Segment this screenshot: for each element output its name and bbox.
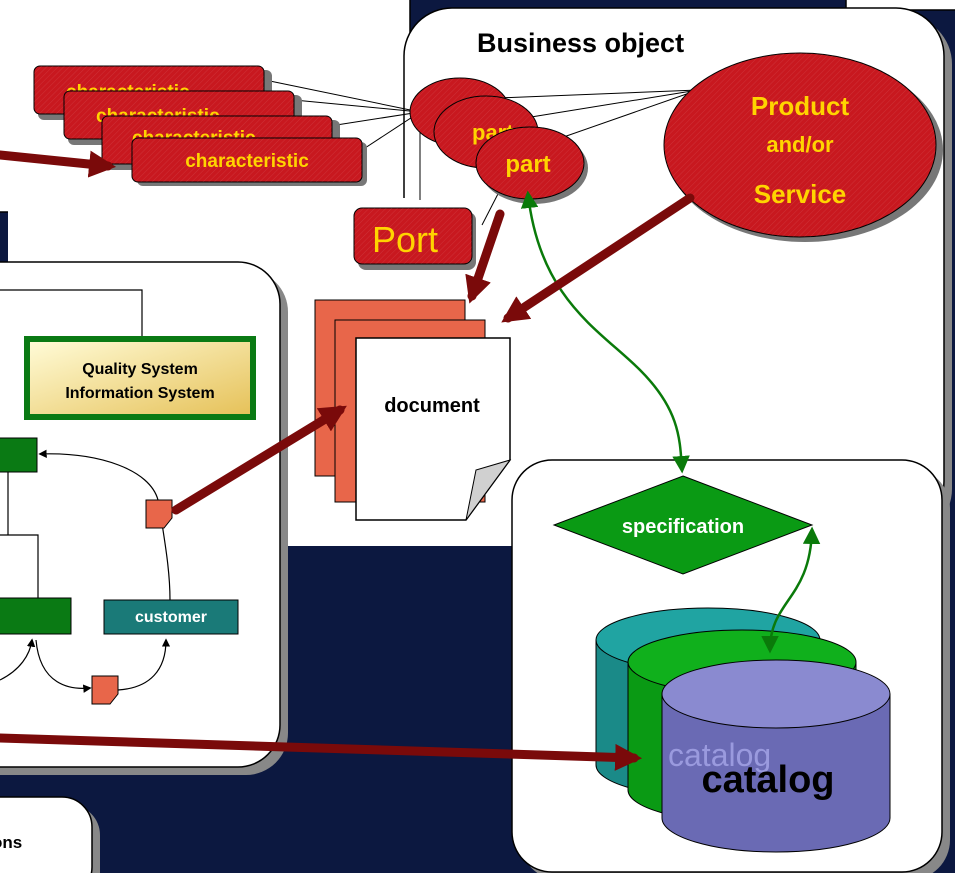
- part-ellipse: part: [475, 126, 588, 204]
- characteristic-box: characteristic: [131, 137, 367, 186]
- business-object-title: Business object: [477, 28, 684, 58]
- quality-system-box: Quality System Information System: [24, 336, 256, 420]
- catalog-label-back: catalog: [668, 737, 771, 773]
- port-label: Port: [372, 219, 438, 260]
- flow-document-icon-2: [91, 675, 119, 705]
- specification-diamond: specification: [552, 475, 814, 575]
- document-label: document: [384, 395, 480, 417]
- information-system-label: Information System: [65, 385, 214, 402]
- service-label: Service: [754, 179, 847, 209]
- catalog-cylinder-front: catalog catalog: [661, 659, 891, 853]
- specification-label: specification: [622, 516, 744, 538]
- customer-box: [103, 599, 239, 635]
- quality-system-connector: [0, 289, 143, 336]
- bottom-left-panel: [0, 796, 100, 873]
- process-box-bottom: [0, 597, 72, 635]
- green-links: [520, 190, 821, 654]
- document-stack: document: [314, 299, 512, 521]
- product-service-ellipse: Product and/or Service: [663, 52, 943, 242]
- process-box-top: [0, 437, 38, 473]
- characteristic-label: characteristic: [185, 151, 309, 172]
- part-stack: part: [409, 77, 539, 169]
- port-box: Port: [353, 207, 476, 270]
- customer-label: customer: [135, 609, 207, 626]
- part-label: part: [505, 151, 550, 178]
- process-flow-lines: [0, 449, 171, 693]
- catalog-label: catalog: [701, 759, 834, 801]
- and-or-label: and/or: [766, 132, 834, 157]
- connector-lines: [264, 79, 699, 226]
- red-arrows: [0, 150, 695, 771]
- bottom-left-text: ons: [0, 833, 22, 852]
- flow-document-icon-1: [145, 499, 173, 529]
- product-label: Product: [751, 91, 850, 121]
- quality-system-label: Quality System: [82, 361, 198, 378]
